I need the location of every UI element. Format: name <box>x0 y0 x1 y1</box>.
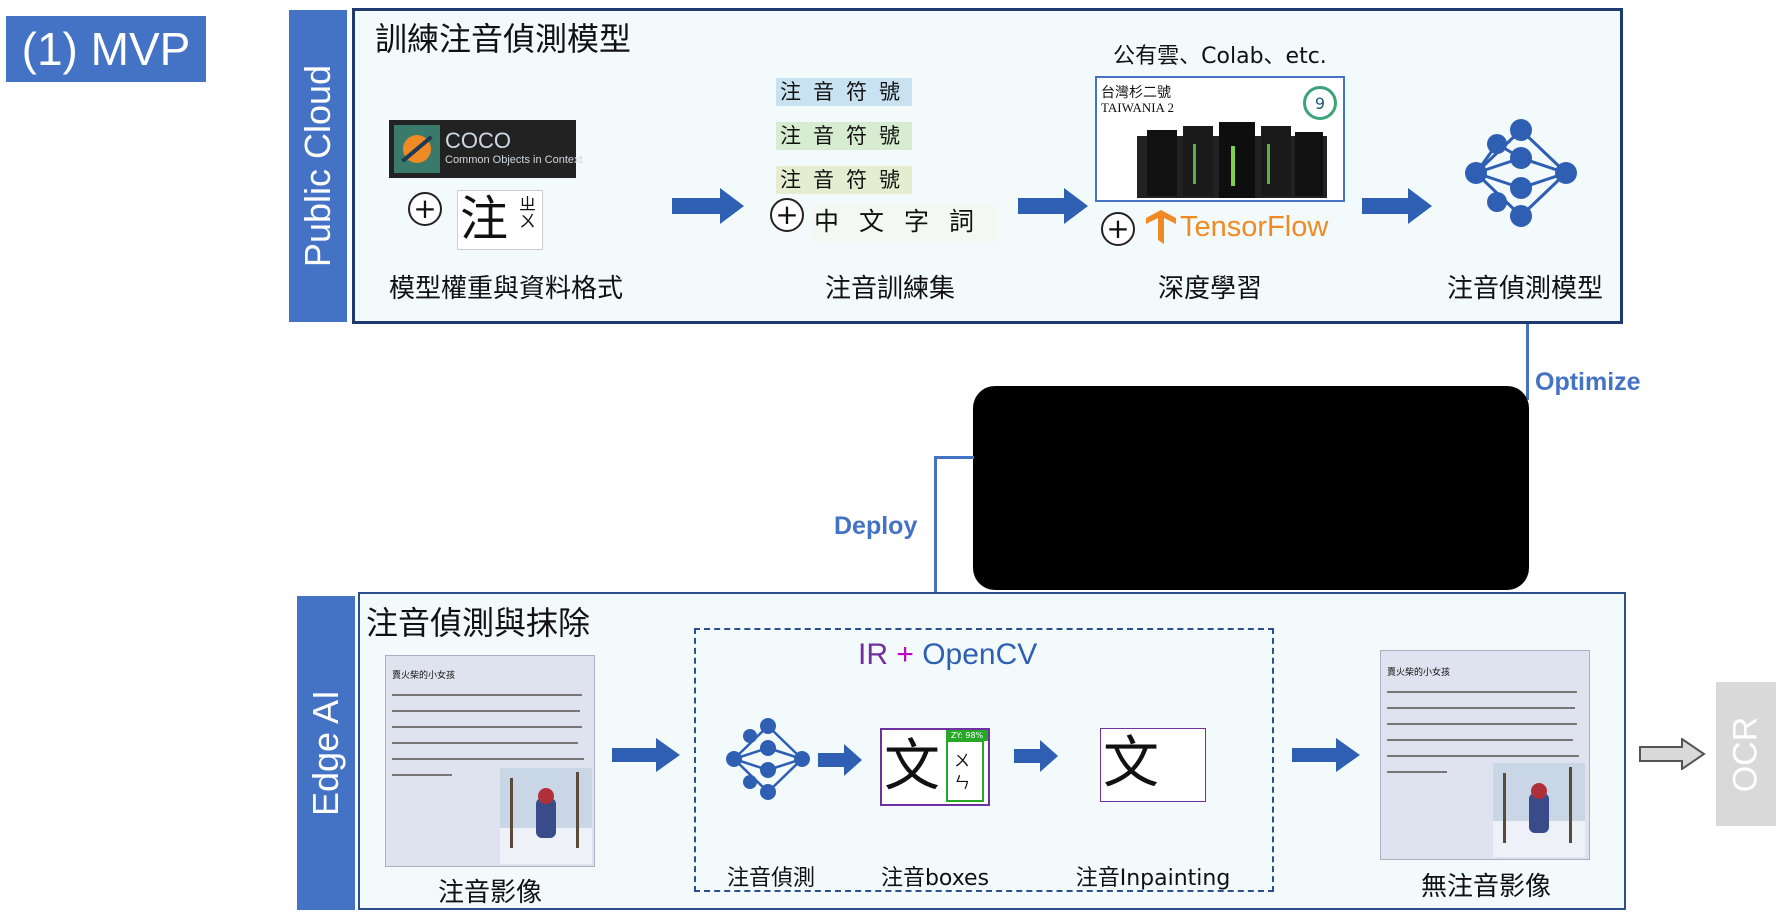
ocr-block: OCR <box>1716 682 1776 826</box>
arrow-right-icon <box>612 738 680 772</box>
supercomputer-racks <box>1137 122 1327 198</box>
ir-opencv-group <box>694 628 1274 892</box>
edge-ai-label: Edge AI <box>305 689 347 817</box>
arrow-right-icon <box>1018 188 1088 224</box>
girl-illustration <box>500 768 592 864</box>
plus-icon: + <box>770 198 804 232</box>
train-row-2-text: 注音符號 <box>780 124 912 148</box>
doc-title: 賣火柴的小女孩 <box>1387 668 1451 678</box>
coco-emblem <box>394 125 440 173</box>
ir-opencv-title: IR + OpenCV <box>858 638 1037 672</box>
zhuyin-char: 注 <box>460 191 509 247</box>
tensorflow-icon <box>1146 210 1176 244</box>
optimize-line <box>1526 324 1529 400</box>
ocr-label: OCR <box>1726 716 1765 792</box>
box-tag: ZY: 98% <box>946 730 988 741</box>
ir-label: IR <box>858 638 888 671</box>
arrow-right-icon <box>818 744 862 776</box>
output-document-image: 賣火柴的小女孩 <box>1380 650 1590 860</box>
step-model-weights: 模型權重與資料格式 <box>388 274 623 304</box>
train-sample: 中文字詞 <box>812 204 998 242</box>
train-sample-text: 中文字詞 <box>814 207 995 236</box>
coco-logo: COCO Common Objects in Context <box>389 120 583 178</box>
step-no-zhuyin-image: 無注音影像 <box>1420 872 1551 902</box>
edge-title: 注音偵測與抹除 <box>366 604 591 642</box>
train-row-1-text: 注音符號 <box>780 80 912 104</box>
arrow-right-icon <box>1292 738 1360 772</box>
doc-title: 賣火柴的小女孩 <box>392 671 456 681</box>
train-row-3-text: 注音符號 <box>780 168 912 192</box>
optimize-label: Optimize <box>1535 368 1641 396</box>
taiwania-name: TAIWANIA 2 <box>1101 100 1174 115</box>
taiwania-image: 台灣杉二號 TAIWANIA 2 9 <box>1095 76 1345 202</box>
deploy-line-v <box>934 456 937 628</box>
step-zhuyin-detect: 注音偵測 <box>726 866 815 891</box>
train-row-1: 注音符號 <box>776 78 912 106</box>
arrow-right-icon <box>672 188 744 224</box>
train-row-2: 注音符號 <box>776 122 912 150</box>
mvp-badge: (1) MVP <box>6 16 206 82</box>
arrow-right-icon <box>1639 738 1706 770</box>
deploy-label: Deploy <box>834 512 918 540</box>
coco-subtitle: Common Objects in Context <box>445 154 583 166</box>
coco-name: COCO <box>445 128 511 153</box>
zhuyin-sample: 注 ㄓㄨ <box>457 190 543 250</box>
neural-network-icon <box>726 718 810 800</box>
taiwania-calligraphy: 台灣杉二號 <box>1101 85 1171 101</box>
box-char: 文 <box>884 734 940 799</box>
opencv-label: OpenCV <box>922 638 1038 671</box>
neural-network-icon <box>1465 119 1577 227</box>
rank-badge: 9 <box>1303 86 1337 120</box>
public-cloud-label: Public Cloud <box>297 64 338 268</box>
plus-icon: + <box>1101 212 1135 246</box>
train-row-3: 注音符號 <box>776 166 912 194</box>
deploy-line-h <box>934 456 974 459</box>
input-document-image: 賣火柴的小女孩 <box>385 655 595 867</box>
tensorflow-label: TensorFlow <box>1180 211 1329 243</box>
step-deep-learning: 深度學習 <box>1157 274 1262 304</box>
arrow-right-icon <box>1014 740 1058 772</box>
redacted-box <box>973 386 1529 590</box>
plus-label: + <box>896 638 914 671</box>
step-inpainting: 注音Inpainting <box>1075 866 1231 891</box>
box-marks: ㄨㄣ <box>954 751 971 792</box>
detection-box: ㄨㄣ <box>946 740 984 802</box>
step-zhuyin-image: 注音影像 <box>437 878 542 908</box>
zhuyin-boxes-image: 文 ㄨㄣ ZY: 98% <box>880 728 990 806</box>
arrow-right-icon <box>1362 188 1432 224</box>
inpainting-image: 文 <box>1100 728 1206 802</box>
tensorflow-logo: TensorFlow <box>1146 208 1336 248</box>
step-zhuyin-model: 注音偵測模型 <box>1446 274 1603 304</box>
girl-illustration <box>1493 763 1585 857</box>
step-training-set: 注音訓練集 <box>824 274 955 304</box>
edge-ai-tab: Edge AI <box>297 596 355 910</box>
plus-icon: + <box>408 192 442 226</box>
step-zhuyin-boxes: 注音boxes <box>880 866 990 891</box>
zhuyin-marks: ㄓㄨ <box>515 195 535 229</box>
cloud-title: 訓練注音偵測模型 <box>375 20 632 58</box>
public-cloud-tab: Public Cloud <box>289 10 347 322</box>
cloud-provider-text: 公有雲、Colab、etc. <box>1113 44 1327 69</box>
inpaint-char: 文 <box>1103 731 1159 796</box>
